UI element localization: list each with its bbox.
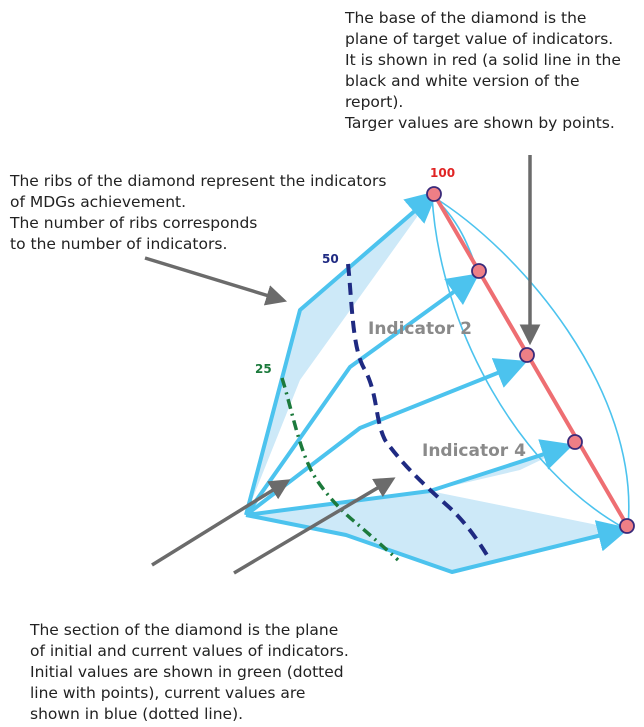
indicator-4-label: Indicator 4 xyxy=(422,441,526,461)
pointer-arrow-left xyxy=(144,256,288,306)
label-50: 50 xyxy=(322,252,339,266)
section-plane-note: The section of the diamond is the plane … xyxy=(30,621,349,723)
curve-1 xyxy=(431,195,630,527)
target-point-4 xyxy=(567,434,583,450)
rib-1 xyxy=(244,190,439,516)
rib-5 xyxy=(245,513,630,574)
curve-2 xyxy=(431,195,625,529)
indicator-2-label: Indicator 2 xyxy=(368,319,472,339)
target-point-2 xyxy=(471,263,487,279)
target-point-3 xyxy=(519,347,535,363)
target-point-5 xyxy=(619,518,635,534)
initial-values-line xyxy=(280,377,400,562)
rib-2 xyxy=(244,273,480,517)
facet-upper xyxy=(246,196,432,515)
target-point-1 xyxy=(426,186,442,202)
current-values-line xyxy=(346,263,492,562)
pointer-arrow-bottom-1 xyxy=(151,479,291,567)
ribs-note: The ribs of the diamond represent the in… xyxy=(10,172,387,253)
pointer-arrow-bottom-2 xyxy=(233,477,396,575)
label-25: 25 xyxy=(255,362,272,376)
label-100: 100 xyxy=(430,166,455,180)
base-plane-note: The base of the diamond is the plane of … xyxy=(345,9,621,132)
